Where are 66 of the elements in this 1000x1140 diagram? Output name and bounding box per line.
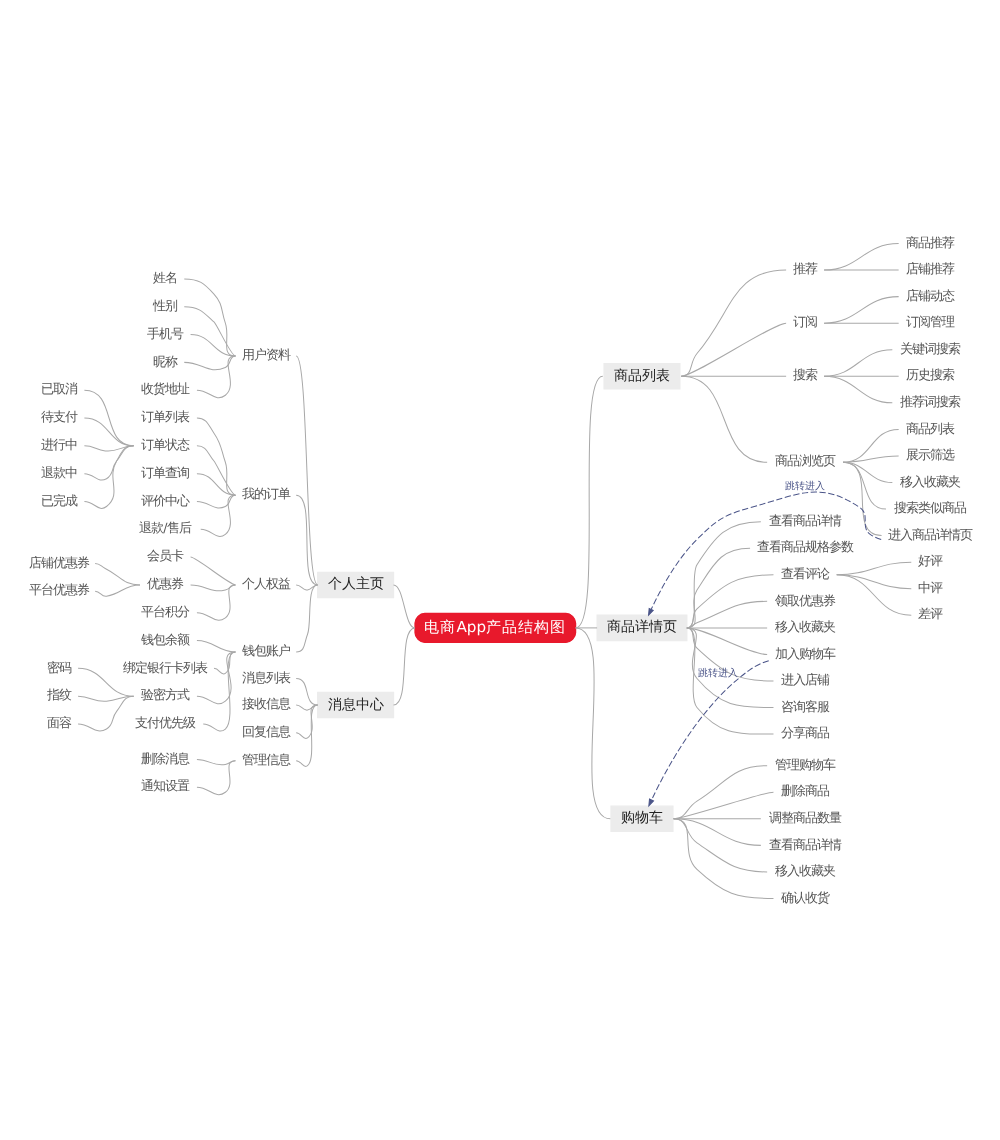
connector <box>82 444 134 508</box>
connector <box>195 759 235 795</box>
connector <box>195 416 235 495</box>
connector <box>672 817 767 872</box>
connector <box>182 277 235 356</box>
connector <box>294 583 318 652</box>
connector <box>679 374 767 462</box>
connector <box>822 295 899 323</box>
connector <box>841 454 899 462</box>
connector <box>685 626 773 708</box>
connector <box>93 561 140 585</box>
connector <box>195 583 235 620</box>
connector <box>679 321 786 376</box>
connector <box>294 354 318 585</box>
connector <box>835 573 911 615</box>
connector <box>822 348 892 376</box>
connector <box>76 694 134 701</box>
connector <box>822 268 899 270</box>
connector <box>574 626 610 819</box>
connector <box>189 583 235 591</box>
connector <box>685 520 761 628</box>
connector <box>841 460 882 536</box>
connector <box>76 694 134 731</box>
connector <box>392 583 415 628</box>
connector <box>294 676 318 705</box>
connector <box>822 321 899 323</box>
connector <box>822 374 892 403</box>
connector <box>189 333 235 356</box>
connector <box>195 650 235 704</box>
connector <box>685 626 773 681</box>
connector <box>189 555 235 585</box>
connector <box>685 626 767 628</box>
connector <box>685 626 767 654</box>
connector <box>195 472 235 495</box>
arrow <box>646 490 881 616</box>
connector <box>93 583 140 596</box>
connector <box>82 416 134 446</box>
connector <box>685 599 767 628</box>
connector <box>195 639 235 652</box>
connector <box>82 444 134 480</box>
connector <box>822 242 899 270</box>
connector <box>672 790 773 819</box>
connector <box>294 703 318 739</box>
connector <box>195 444 235 495</box>
connector <box>392 626 415 705</box>
connector <box>574 374 603 628</box>
connector <box>199 493 235 536</box>
connector <box>195 757 235 765</box>
connector <box>294 493 318 585</box>
connector <box>672 817 761 845</box>
connector <box>201 650 235 731</box>
connector <box>679 268 786 376</box>
connector <box>574 626 597 628</box>
connector <box>182 305 235 356</box>
connector <box>182 354 235 370</box>
connector <box>294 583 318 590</box>
connector <box>685 573 773 628</box>
arrow <box>647 659 769 807</box>
connector <box>294 703 318 767</box>
connector <box>195 354 235 398</box>
connector <box>672 817 773 898</box>
connector <box>195 493 235 508</box>
connector <box>841 427 899 462</box>
connector <box>82 388 134 446</box>
connector <box>76 666 134 696</box>
connector <box>685 626 773 734</box>
